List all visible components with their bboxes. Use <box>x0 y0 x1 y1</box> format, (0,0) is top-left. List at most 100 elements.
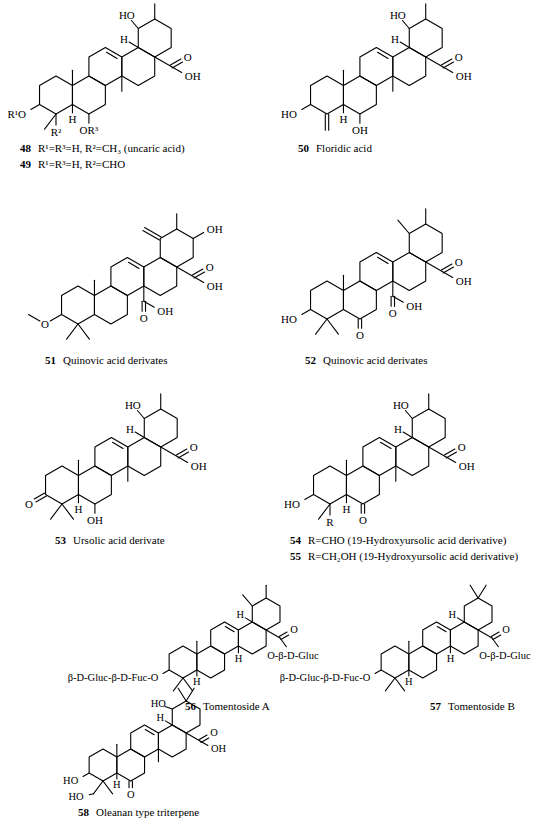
double-bond-line <box>145 730 154 735</box>
ring-outline <box>122 48 155 86</box>
atom-label: O-β-D-Gluc <box>267 650 318 661</box>
compound-number: 48 <box>20 143 31 154</box>
atom-label: H <box>156 713 164 724</box>
compound-number: 52 <box>305 355 316 366</box>
bond-line <box>492 638 498 647</box>
double-bond-line <box>437 627 446 632</box>
atom-label: H <box>68 113 76 124</box>
bond-line <box>403 432 412 437</box>
bond-line <box>325 114 326 130</box>
bond-line <box>55 114 56 125</box>
atom-label: O <box>356 330 364 341</box>
ring-outline <box>144 258 177 296</box>
bond-line <box>194 272 204 278</box>
atom-label: O <box>458 442 466 453</box>
bond-line <box>238 646 239 653</box>
ring-outline <box>346 466 379 504</box>
bond-line <box>327 319 338 334</box>
bond-line <box>72 105 73 113</box>
ring-outline <box>381 646 409 678</box>
atom-label: OH <box>406 300 422 311</box>
bond-line <box>428 394 429 409</box>
bond-line <box>442 67 452 73</box>
bond-line <box>375 670 381 674</box>
double-bond-line <box>107 52 118 58</box>
bond-line <box>491 632 499 637</box>
bond-line <box>358 319 359 328</box>
bond-line <box>493 635 501 640</box>
bond-line <box>129 42 138 47</box>
ring-outline <box>409 646 437 678</box>
atom-label: O <box>206 262 214 273</box>
bond-line <box>385 678 395 691</box>
bond-line <box>83 773 89 777</box>
atom-label: H <box>236 610 244 621</box>
bond-line <box>144 301 154 307</box>
bond-line <box>199 735 207 740</box>
ring-outline <box>172 701 200 733</box>
bond-line <box>400 42 409 47</box>
bond-line <box>78 324 89 339</box>
bond-line <box>177 457 187 463</box>
bond-line <box>78 495 79 503</box>
atom-label: HO <box>281 109 297 120</box>
molecule-skeleton <box>163 585 289 691</box>
double-bond-line <box>381 442 392 448</box>
bond-line <box>393 296 403 302</box>
compound-number: 57 <box>430 701 441 712</box>
compound-caption: R¹=R³=H, R²=CH₃ (uncaric acid) <box>38 143 185 154</box>
bond-line <box>425 209 426 224</box>
ring-outline <box>396 438 429 476</box>
atom-label: R¹O <box>7 109 26 120</box>
bond-line <box>31 105 40 110</box>
atom-label: R <box>326 517 333 528</box>
bond-line <box>176 214 177 229</box>
bond-line <box>343 275 344 290</box>
bond-line <box>34 493 44 499</box>
compound-caption: R¹=R³=H, R²=CHO <box>38 159 125 170</box>
bond-line <box>103 781 113 794</box>
bond-line <box>127 466 128 481</box>
bond-line <box>279 632 287 637</box>
atom-label: H <box>405 677 413 688</box>
bond-line <box>121 76 122 91</box>
atom-label: H <box>391 33 399 44</box>
ring-outline <box>117 749 145 781</box>
ring-outline <box>111 258 144 296</box>
atom-label: H <box>235 654 243 665</box>
bond-line <box>160 394 161 409</box>
ring-outline <box>128 438 161 476</box>
compound-number: 58 <box>78 807 89 818</box>
bond-line <box>343 70 344 85</box>
bond-line <box>305 495 314 500</box>
bond-line <box>72 70 73 85</box>
atom-label: HO <box>63 776 78 787</box>
bond-line <box>446 452 456 458</box>
atom-label: OH <box>207 281 223 292</box>
bond-line <box>51 504 62 519</box>
bond-line <box>302 310 311 315</box>
atom-label: O <box>210 728 218 739</box>
ring-outline <box>160 229 193 267</box>
bond-line <box>329 504 330 515</box>
bond-line <box>177 267 194 277</box>
double-bond-line <box>378 257 389 263</box>
compound-number: 51 <box>45 355 56 366</box>
bond-line <box>328 114 329 130</box>
ring-outline <box>197 646 225 678</box>
ring-outline <box>131 725 159 757</box>
molecule-skeleton <box>375 585 501 691</box>
bond-line <box>62 504 73 519</box>
atom-label: OH <box>456 276 472 287</box>
atom-label: H <box>448 610 456 621</box>
bond-line <box>178 452 188 458</box>
atom-label: H <box>74 503 82 514</box>
atom-label: O <box>455 257 463 268</box>
compound-caption: Tomentoside B <box>448 701 515 712</box>
bond-line <box>196 670 197 676</box>
compound-caption: Tomentoside A <box>203 701 270 712</box>
ring-outline <box>311 76 344 114</box>
compound-number: 49 <box>20 159 31 170</box>
